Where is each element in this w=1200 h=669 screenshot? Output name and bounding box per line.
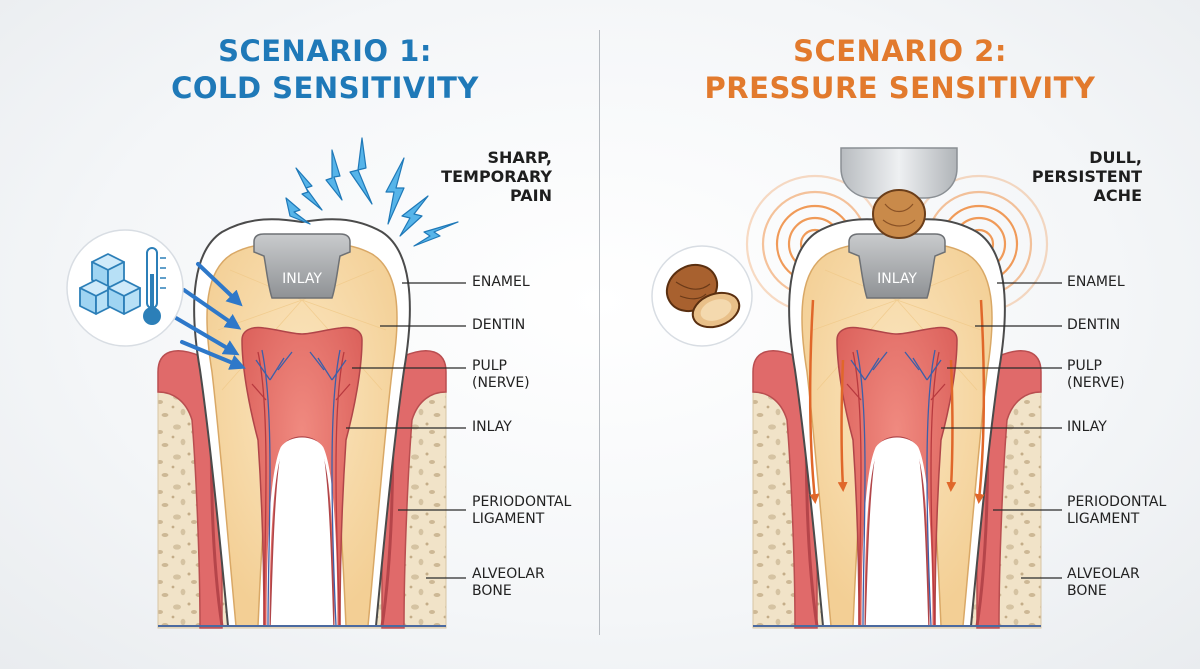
scenario-2-title-line2: PRESSURE SENSITIVITY xyxy=(704,71,1096,105)
label-periodontal-right-line1: PERIODONTAL xyxy=(1067,494,1167,510)
pain-2-line1: DULL, xyxy=(1089,148,1142,167)
pain-1-line2: TEMPORARY xyxy=(441,167,552,186)
label-alveolar-left: ALVEOLAR BONE xyxy=(472,566,545,600)
label-pulp-right-line2: (NERVE) xyxy=(1067,375,1125,391)
pain-2-line3: ACHE xyxy=(1093,186,1142,205)
label-leaders-left xyxy=(346,282,466,579)
scenario-1-title-line1: SCENARIO 1: xyxy=(218,34,432,68)
label-periodontal-left: PERIODONTAL LIGAMENT xyxy=(472,494,571,528)
pain-description-1: SHARP, TEMPORARY PAIN xyxy=(420,148,552,205)
scenario-1-title: SCENARIO 1: COLD SENSITIVITY xyxy=(20,33,630,107)
label-pulp-left: PULP (NERVE) xyxy=(472,358,530,392)
label-alveolar-left-line2: BONE xyxy=(472,583,512,599)
label-periodontal-left-line1: PERIODONTAL xyxy=(472,494,572,510)
label-alveolar-right-line1: ALVEOLAR xyxy=(1067,566,1140,582)
scenario-2-title: SCENARIO 2: PRESSURE SENSITIVITY xyxy=(620,33,1180,107)
inlay-label-tooth-1: INLAY xyxy=(282,271,322,287)
label-inlay-right: INLAY xyxy=(1067,419,1107,435)
label-dentin-left: DENTIN xyxy=(472,317,526,333)
label-alveolar-right: ALVEOLAR BONE xyxy=(1067,566,1140,600)
scenario-2-title-line1: SCENARIO 2: xyxy=(793,34,1007,68)
scenario-1-title-line2: COLD SENSITIVITY xyxy=(171,71,479,105)
tooth-diagram-pressure xyxy=(745,147,1049,630)
label-pulp-right: PULP (NERVE) xyxy=(1067,358,1125,392)
label-alveolar-right-line2: BONE xyxy=(1067,583,1107,599)
almond-on-tooth-icon xyxy=(872,189,926,239)
inlay-label-tooth-2: INLAY xyxy=(877,271,917,287)
label-enamel-left: ENAMEL xyxy=(472,274,530,290)
pain-2-line2: PERSISTENT xyxy=(1031,167,1142,186)
pain-1-line3: PAIN xyxy=(510,186,552,205)
label-periodontal-right-line2: LIGAMENT xyxy=(1067,511,1140,527)
ice-cube-thermometer-icon xyxy=(66,229,184,347)
bite-plunger-icon xyxy=(840,147,958,199)
label-periodontal-right: PERIODONTAL LIGAMENT xyxy=(1067,494,1166,528)
cold-arrows-icon xyxy=(174,262,246,370)
label-alveolar-left-line1: ALVEOLAR xyxy=(472,566,545,582)
label-leaders-right xyxy=(941,282,1062,579)
label-periodontal-left-line2: LIGAMENT xyxy=(472,511,545,527)
label-enamel-right: ENAMEL xyxy=(1067,274,1125,290)
pain-1-line1: SHARP, xyxy=(487,148,552,167)
label-pulp-right-line1: PULP xyxy=(1067,358,1102,374)
pain-description-2: DULL, PERSISTENT ACHE xyxy=(1010,148,1142,205)
label-dentin-right: DENTIN xyxy=(1067,317,1121,333)
label-pulp-left-line2: (NERVE) xyxy=(472,375,530,391)
lightning-bolts-icon xyxy=(285,137,459,247)
label-pulp-left-line1: PULP xyxy=(472,358,507,374)
panel-divider xyxy=(599,30,600,635)
label-inlay-left: INLAY xyxy=(472,419,512,435)
nut-icon xyxy=(651,245,753,347)
